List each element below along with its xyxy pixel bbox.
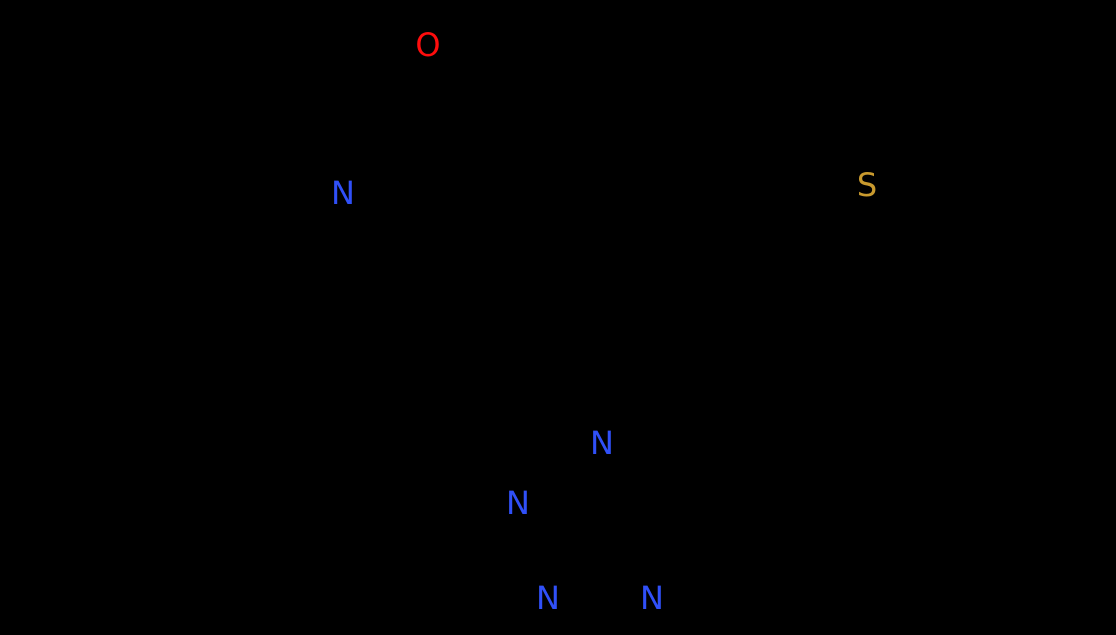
atom-nitrogen-tetrazole-1: N [590,424,614,462]
atom-nitrogen-amide: N [331,174,355,212]
atom-nitrogen-tetrazole-3: N [536,579,560,617]
atom-nitrogen-tetrazole-2: N [506,484,530,522]
atom-oxygen: O [415,26,441,64]
atom-sulfur: S [856,166,878,204]
atom-nitrogen-tetrazole-4: N [640,579,664,617]
